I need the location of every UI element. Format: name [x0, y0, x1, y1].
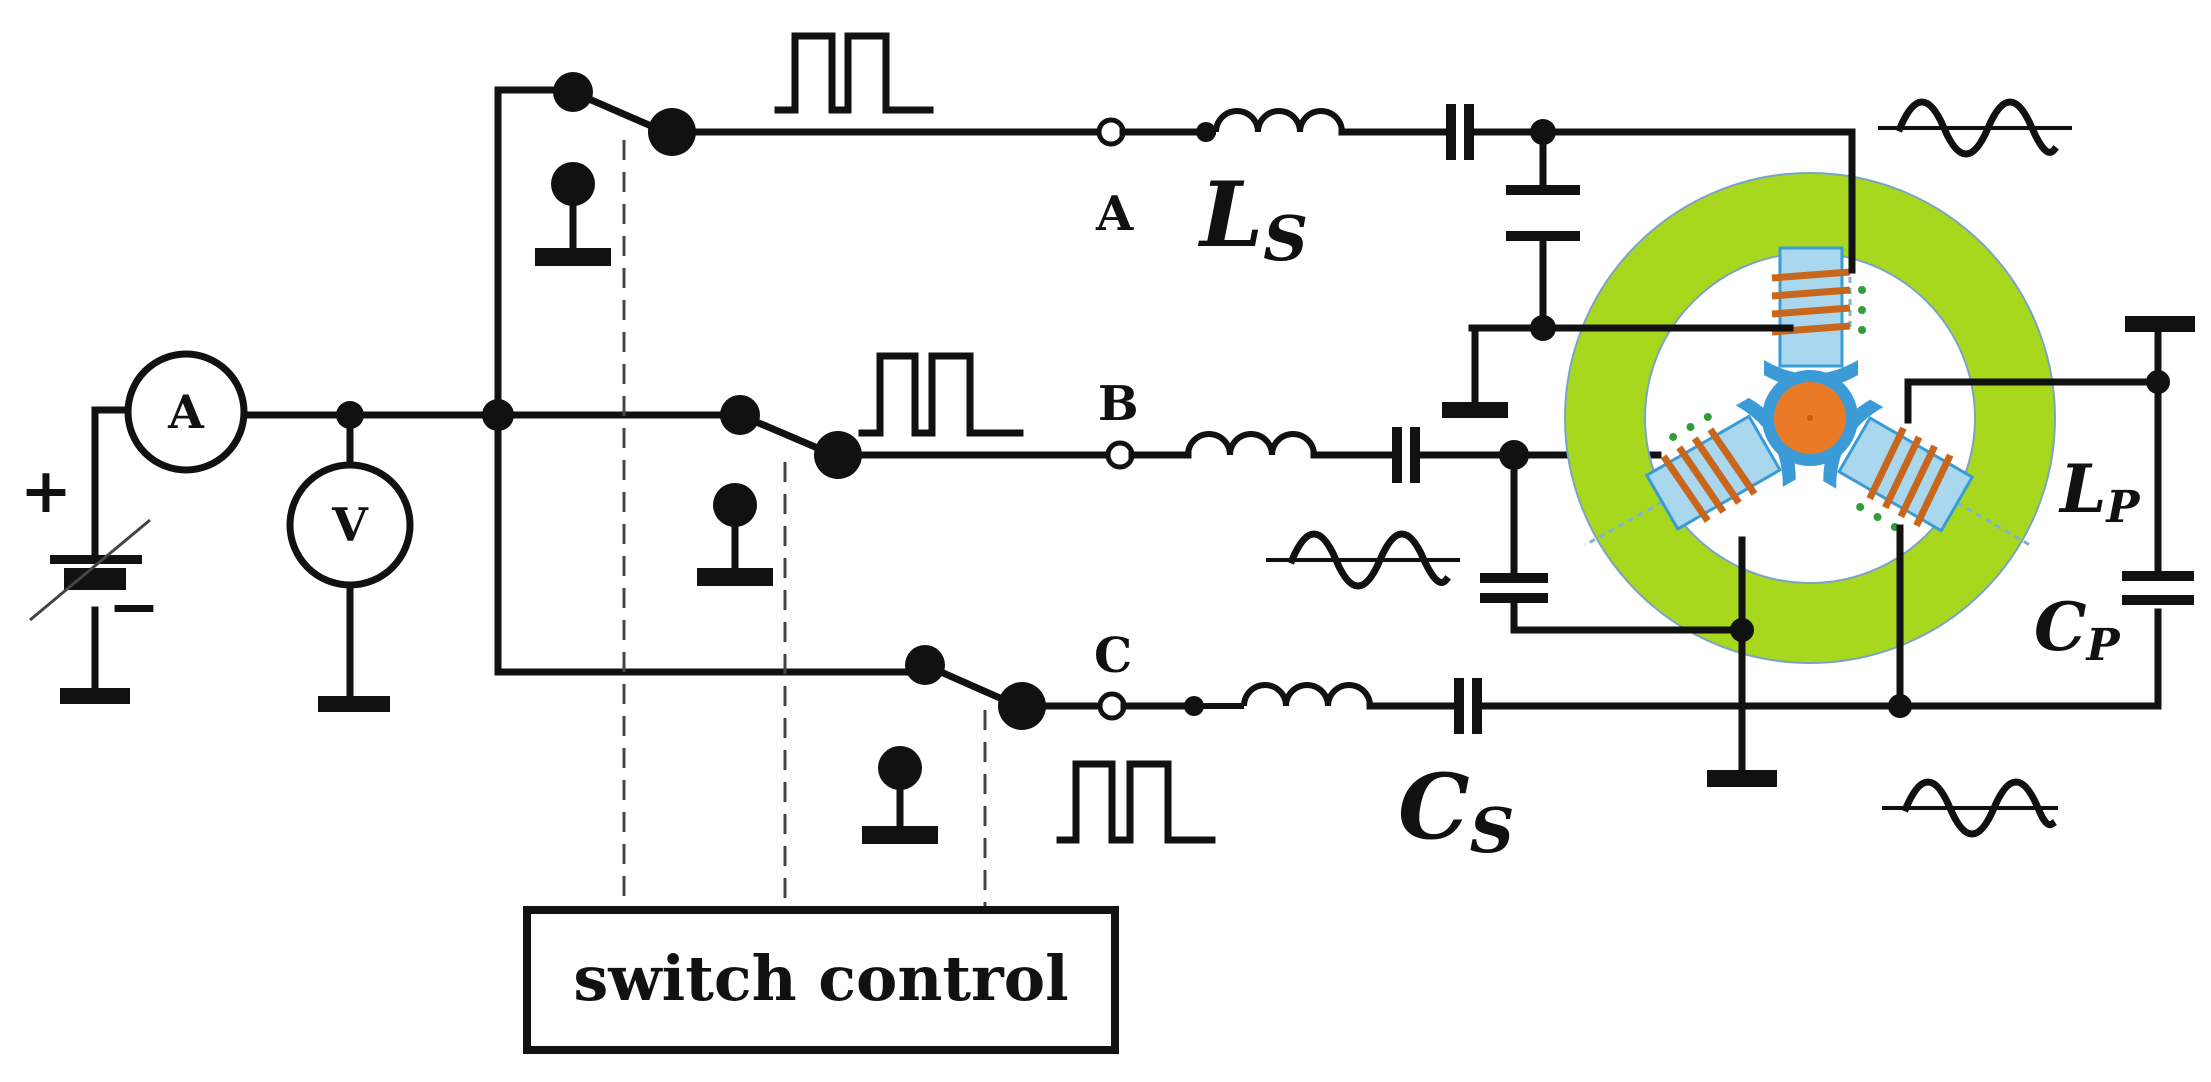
parallel-capacitor-c: [2122, 571, 2194, 605]
ls-label: LS: [1197, 162, 1308, 275]
battery-minus-label: −: [108, 570, 160, 643]
sine-waveform-a: [1878, 98, 2072, 158]
phase-b-label: B: [1098, 376, 1139, 432]
pulse-waveform-b: [858, 352, 1024, 437]
voltmeter-label: V: [331, 498, 369, 552]
series-inductor-b: [1185, 431, 1317, 456]
sine-waveform-c: [1882, 778, 2058, 838]
battery-plus-label: +: [20, 454, 72, 527]
cp-label: CP: [2034, 588, 2122, 671]
series-inductor-a: [1206, 108, 1345, 135]
parallel-capacitor-b: [1480, 573, 1548, 603]
series-capacitor-a: [1446, 104, 1474, 160]
switch-control-label: switch control: [573, 942, 1068, 1015]
series-capacitor-b: [1392, 427, 1420, 483]
phase-a-label: A: [1095, 186, 1134, 242]
series-inductor-c: [1194, 682, 1373, 709]
sine-waveform-b: [1266, 530, 1460, 590]
ammeter-label: A: [167, 385, 205, 439]
phase-c-label: C: [1094, 628, 1132, 684]
voltmeter: V: [286, 411, 414, 712]
switch-control-box: switch control: [523, 906, 1119, 1054]
voltmeter-ground-symbol: [318, 696, 390, 712]
ground-b-symbol: [1707, 770, 1777, 787]
ammeter: A: [124, 350, 248, 474]
motor: [1564, 172, 2056, 664]
series-capacitor-c: [1454, 678, 1482, 734]
pulse-waveform-a: [774, 32, 934, 114]
pulse-waveform-c: [1056, 760, 1216, 844]
variable-source-arrow: [29, 518, 151, 622]
switch-b: [697, 395, 862, 586]
battery-source: + −: [20, 406, 160, 704]
switch-control-links: [622, 140, 987, 910]
terminal-b: [1105, 440, 1135, 470]
parallel-capacitor-a: [1506, 185, 1580, 241]
switch-a: [535, 72, 696, 266]
terminal-a: [1096, 117, 1126, 147]
pole-c: [1823, 399, 1975, 533]
cs-label: CS: [1398, 754, 1514, 867]
battery-ground-symbol: [60, 688, 130, 704]
lp-label: LP: [2058, 450, 2141, 533]
ground-c-symbol: [2125, 316, 2195, 332]
terminal-c: [1097, 691, 1127, 721]
stator-ring: [1565, 173, 2055, 663]
ground-a-symbol: [1442, 402, 1508, 418]
